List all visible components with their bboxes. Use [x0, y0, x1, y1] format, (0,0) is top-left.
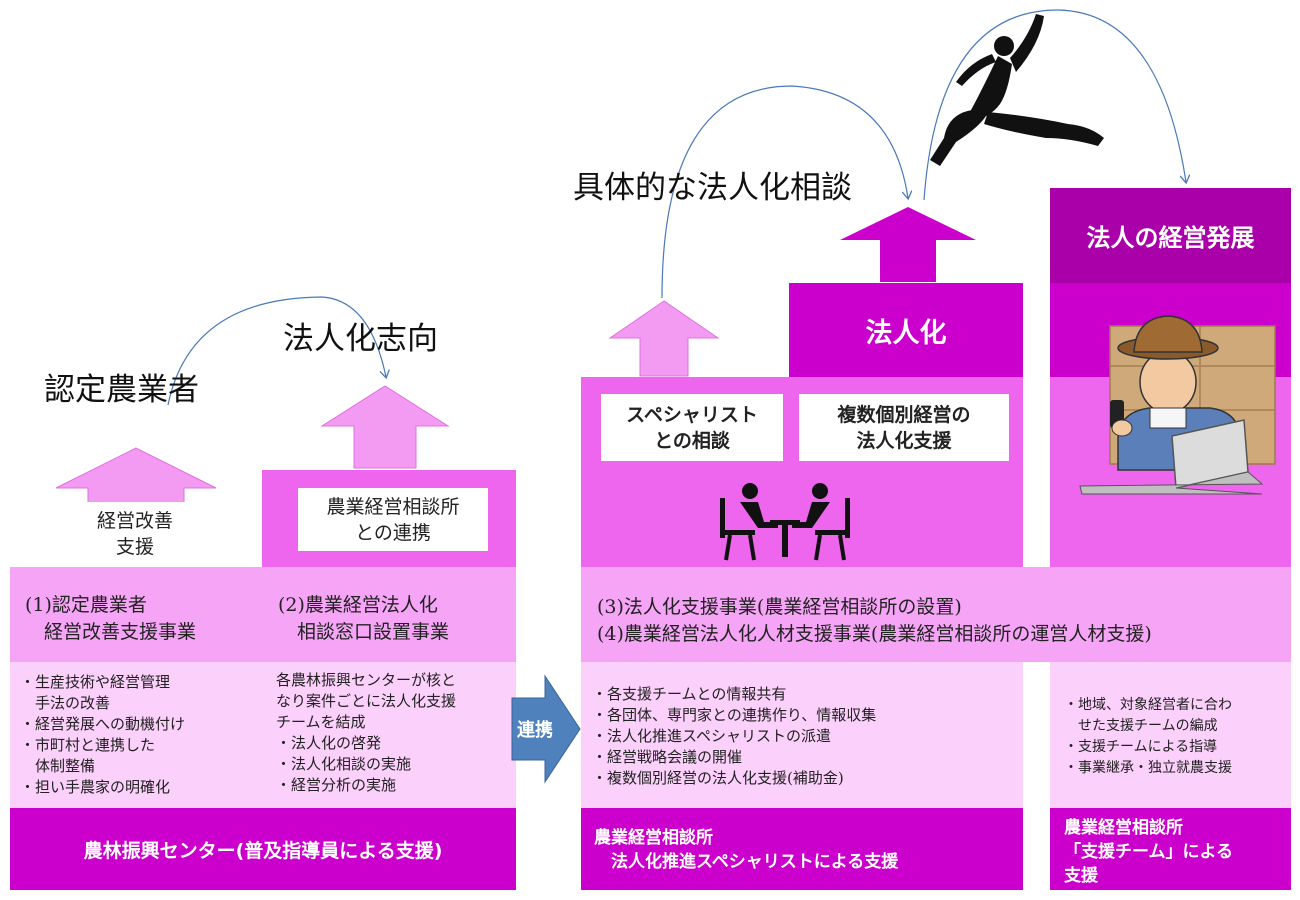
program-2-title: (2)農業経営法人化 相談窓口設置事業 [278, 594, 450, 643]
list-item: ・経営戦略会議の開催 [592, 748, 743, 766]
col4-footer-title: 農業経営相談所 「支援チーム」による 支援 [1064, 818, 1233, 886]
consultation-office-link-box: 農業経営相談所 との連携 [298, 488, 488, 551]
list-item: ・複数個別経営の法人化支援(補助金) [592, 769, 844, 787]
stage-certified-farmer: 認定農業者 [44, 372, 199, 408]
left-footer-band [10, 808, 516, 890]
list-item: ・支援チームによる指導 [1064, 739, 1218, 755]
up-arrow-icon [320, 385, 450, 469]
col4-footer-band [1050, 808, 1291, 890]
up-arrow-icon [608, 300, 720, 377]
right-program-band [581, 567, 1291, 662]
col4-items: ・地域、対象経営者に合わ せた支援チームの編成 ・支援チームによる指導 ・事業継… [1064, 695, 1232, 779]
left-program-band [10, 567, 516, 662]
program-2-items: ・法人化の啓発 ・法人化相談の実施 ・経営分析の実施 [276, 733, 411, 796]
meeting-icon [720, 483, 850, 561]
farmer-laptop-icon [1079, 315, 1276, 495]
col3-footer-band [581, 808, 1023, 890]
list-item: ・法人化推進スペシャリストの派遣 [592, 727, 831, 745]
list-item: ・法人化の啓発 [276, 734, 382, 752]
program-1-title: (1)認定農業者 経営改善支援事業 [25, 594, 197, 643]
list-item: ・経営発展への動機付け [20, 715, 186, 733]
col4-title-block [1050, 188, 1291, 283]
list-item: せた支援チームの編成 [1064, 718, 1218, 734]
list-item: 体制整備 [20, 757, 96, 775]
management-development-title: 法人の経営発展 [1086, 224, 1255, 252]
program-3-4-title: (3)法人化支援事業(農業経営相談所の設置) (4)農業経営法人化人材支援事業(… [597, 596, 1152, 645]
incorporation-block [789, 283, 1023, 377]
stage-concrete-consultation: 具体的な法人化相談 [573, 170, 852, 206]
list-item: ・法人化相談の実施 [276, 755, 412, 773]
list-item: ・生産技術や経営管理 [20, 673, 171, 691]
list-item: ・各支援チームとの情報共有 [592, 685, 787, 703]
incorporation-title: 法人化 [865, 317, 947, 349]
up-arrow-icon [840, 207, 976, 282]
management-improvement-label: 経営改善 支援 [62, 502, 208, 566]
col3-items-band [581, 662, 1023, 808]
list-item: ・地域、対象経営者に合わ [1064, 697, 1232, 713]
program-2-intro: 各農林振興センターが核と なり案件ごとに法人化支援 チームを結成 [276, 671, 457, 731]
list-item: ・担い手農家の明確化 [20, 778, 171, 796]
specialist-consultation-box: スペシャリスト との相談 [601, 394, 783, 461]
right-arrow-icon [511, 674, 581, 784]
multi-farm-support-box: 複数個別経営の 法人化支援 [799, 394, 1009, 461]
col3-footer-title: 農業経営相談所 法人化推進スペシャリストによる支援 [594, 828, 899, 872]
list-item: ・各団体、専門家との連携作り、情報収集 [592, 706, 877, 724]
list-item: ・事業継承・独立就農支援 [1064, 760, 1232, 776]
list-item: 手法の改善 [20, 694, 111, 712]
curve-to-specialist [661, 85, 908, 299]
curve-to-development [923, 9, 1186, 201]
program-3-4-items: ・各支援チームとの情報共有 ・各団体、専門家との連携作り、情報収集 ・法人化推進… [592, 684, 876, 789]
list-item: ・市町村と連携した [20, 736, 156, 754]
col4-items-band [1050, 662, 1291, 808]
curve-certified-to-orientation [167, 296, 386, 406]
stage-incorporation-orientation: 法人化志向 [283, 321, 438, 357]
left-items-band [10, 662, 516, 808]
jumping-person-icon [930, 14, 1104, 166]
link-label: 連携 [517, 720, 553, 741]
list-item: ・経営分析の実施 [276, 776, 397, 794]
left-footer-title: 農林振興センター(普及指導員による支援) [83, 839, 443, 862]
program-1-items: ・生産技術や経営管理 手法の改善 ・経営発展への動機付け ・市町村と連携した 体… [20, 672, 185, 798]
